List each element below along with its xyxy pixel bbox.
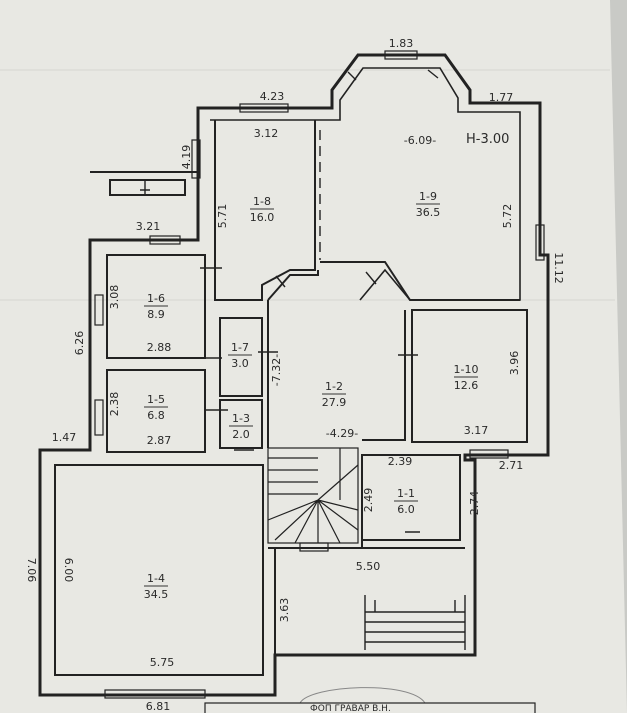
dimension-bay-top: 1.83 <box>389 37 414 50</box>
dimension-upper-w: 3.21 <box>136 220 161 233</box>
room-area-label: 6.0 <box>397 503 415 516</box>
dimension-r11-h: 2.49 <box>362 488 375 513</box>
dimension-labels: 1.83 4.23 1.77 3.12 5.71 -6.09- 5.72 4.19 3.21 3.… <box>25 37 565 713</box>
dimension-r11-w: 2.39 <box>388 455 413 468</box>
walls <box>38 50 550 713</box>
room-1-9-bay <box>320 261 520 301</box>
dimension-outer-left-mid: 6.26 <box>73 331 86 356</box>
room-id-label: 1-5 <box>147 393 165 406</box>
room-id-label: 1-3 <box>232 412 250 425</box>
room-1-8-walls <box>214 120 316 301</box>
upper-left-room <box>90 171 198 196</box>
dimension-left-step: 1.47 <box>52 431 77 444</box>
room-labels: 1-8 16.0 1-9 36.5 1-6 8.9 1-7 3.0 1-5 6.8 1-3 2.0 1-… <box>144 190 479 601</box>
windows <box>94 50 545 699</box>
door-marks <box>140 69 439 533</box>
room-id-label: 1-6 <box>147 292 165 305</box>
dimension-top-right: 1.77 <box>489 91 514 104</box>
stamp-bar <box>204 702 536 713</box>
porch <box>268 540 465 655</box>
room-area-label: 2.0 <box>232 428 250 441</box>
dimension-r14-h: 6.00 <box>62 558 75 583</box>
room-id-label: 1-1 <box>397 487 415 500</box>
room-1-1-walls <box>361 454 461 541</box>
dimension-r18-top: 3.12 <box>254 127 279 140</box>
dimension-r19-width: -6.09- <box>404 134 436 147</box>
room-id-label: 1-2 <box>325 380 343 393</box>
dimension-r110-w: 3.17 <box>464 424 489 437</box>
room-id-label: 1-10 <box>454 363 479 376</box>
dimension-porch-h: 3.63 <box>278 598 291 623</box>
room-area-label: 6.8 <box>147 409 165 422</box>
stamp-outline <box>299 687 426 704</box>
dimension-r15-w: 2.87 <box>147 434 172 447</box>
dimension-bottom-total: 6.81 <box>146 700 171 713</box>
dimension-right-lower: 2.74 <box>468 491 481 516</box>
dimension-r17-h: -7.32- <box>270 354 283 386</box>
dimension-outer-left-bottom: 7.06 <box>25 558 38 583</box>
stamp-text: ФОП ГРАВАР В.Н. <box>310 704 391 713</box>
room-id-label: 1-9 <box>419 190 437 203</box>
room-id-label: 1-8 <box>253 195 271 208</box>
room-1-2-walls <box>267 270 406 448</box>
room-1-5-walls <box>106 369 206 453</box>
dimension-r12-w: -4.29- <box>326 427 358 440</box>
room-1-7-walls <box>219 317 263 397</box>
room-1-4-walls <box>54 464 264 676</box>
room-area-label: 36.5 <box>416 206 441 219</box>
room-1-10-walls <box>411 309 528 443</box>
dimension-right-total: 11.12 <box>552 252 565 284</box>
dimension-outer-left-upper: 4.19 <box>180 145 193 170</box>
room-1-6-walls <box>106 254 206 359</box>
dimension-r19-right: 5.72 <box>501 204 514 229</box>
height-mark: Н-3.00 <box>466 132 509 147</box>
dimension-r14-w: 5.75 <box>150 656 175 669</box>
dimension-r110-h: 3.96 <box>508 351 521 376</box>
room-id-label: 1-7 <box>231 341 249 354</box>
dimension-porch-w: 5.50 <box>356 560 381 573</box>
porch-steps <box>364 595 466 650</box>
dimension-right-step: 2.71 <box>499 459 524 472</box>
dimension-r15-h: 2.38 <box>108 392 121 417</box>
room-area-label: 16.0 <box>250 211 275 224</box>
dimension-r18-left: 5.71 <box>216 204 229 229</box>
room-1-3-walls <box>219 399 263 449</box>
outer-wall <box>38 53 550 697</box>
room-area-label: 27.9 <box>322 396 347 409</box>
room-id-label: 1-4 <box>147 572 165 585</box>
dimension-r16-h: 3.08 <box>108 285 121 310</box>
dimension-top-left: 4.23 <box>260 90 285 103</box>
room-area-label: 3.0 <box>231 357 249 370</box>
dimension-r16-w: 2.88 <box>147 341 172 354</box>
room-area-label: 8.9 <box>147 308 165 321</box>
room-area-label: 34.5 <box>144 588 169 601</box>
room-area-label: 12.6 <box>454 379 479 392</box>
